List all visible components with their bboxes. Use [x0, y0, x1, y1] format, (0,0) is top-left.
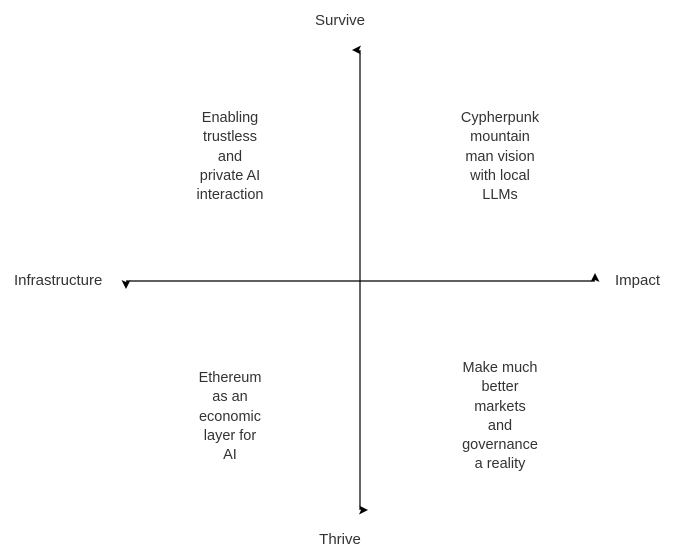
axis-label-impact: Impact: [615, 272, 661, 289]
axis-label-thrive: Thrive: [319, 531, 361, 548]
axis-label-infrastructure: Infrastructure: [14, 272, 103, 289]
axis-label-survive: Survive: [314, 12, 366, 29]
